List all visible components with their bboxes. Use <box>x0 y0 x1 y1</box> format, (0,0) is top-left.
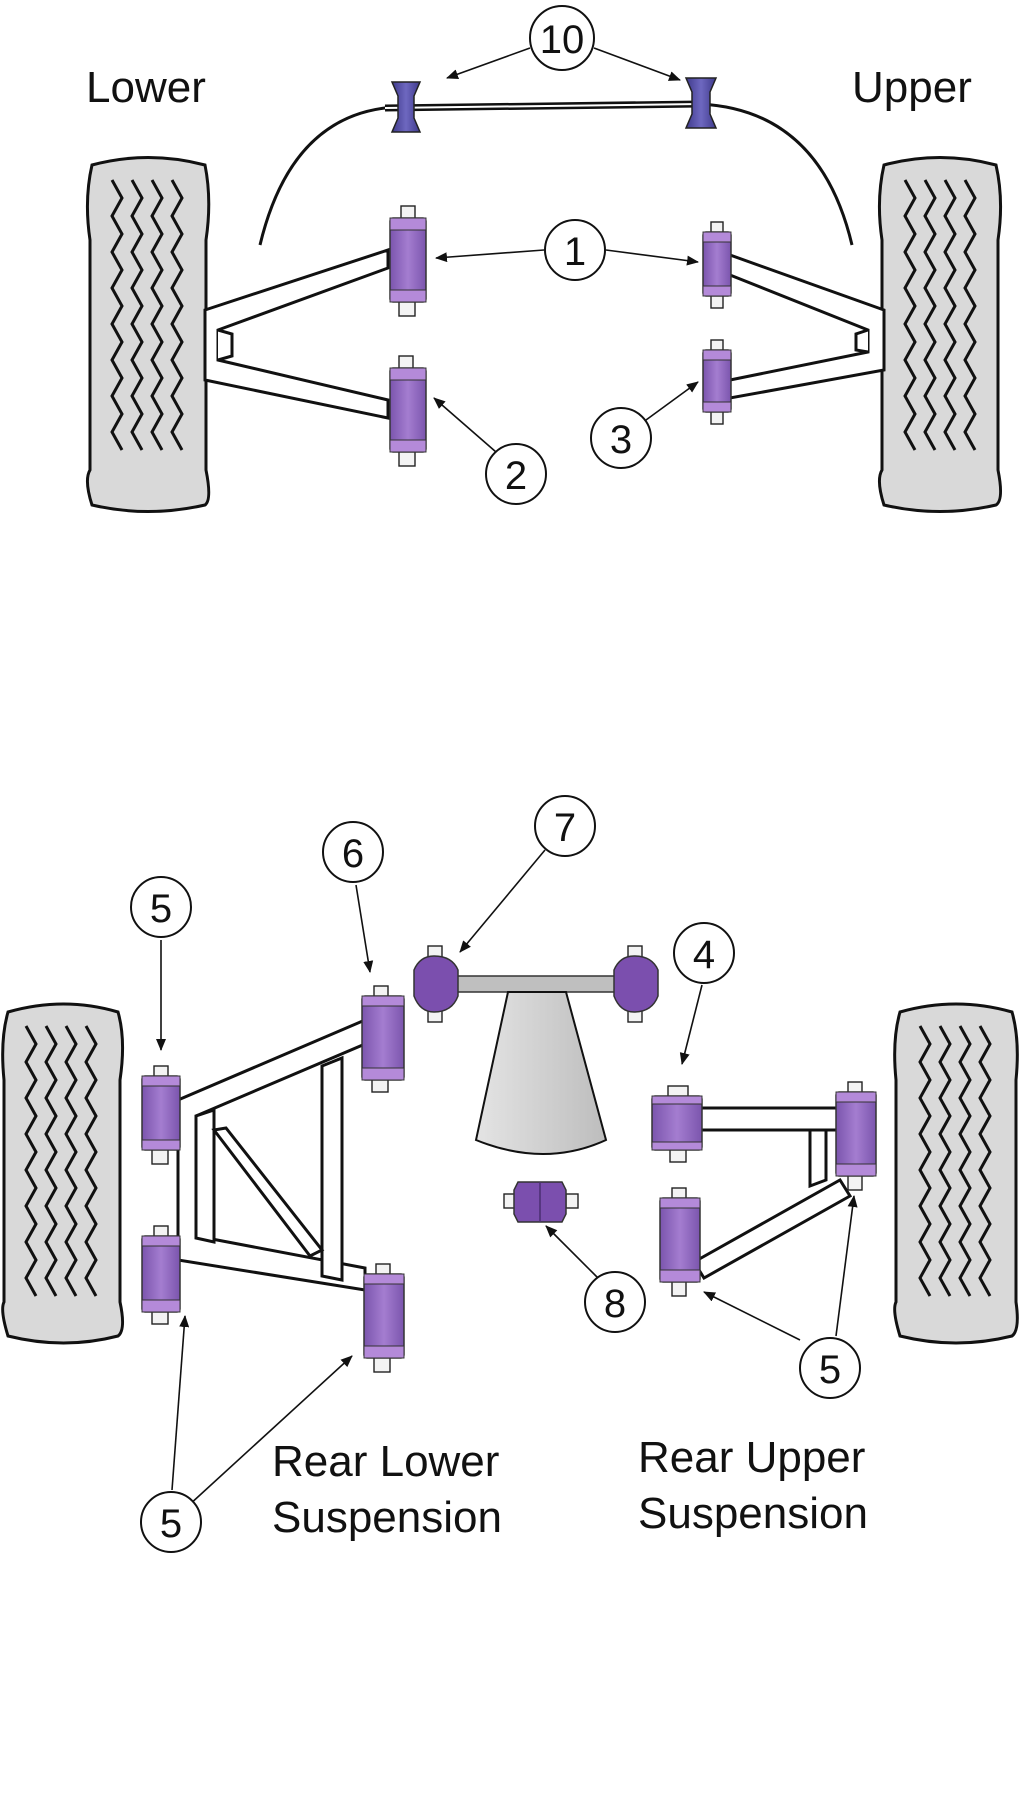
anti-roll-bar <box>258 100 854 246</box>
callout-7: 7 <box>459 795 596 953</box>
rear-upper-wishbone <box>691 1106 853 1281</box>
bush-1-left <box>389 205 427 317</box>
callout-5-bottom-left-number: 5 <box>160 1502 182 1546</box>
callout-2: 2 <box>433 397 547 505</box>
callout-10-number: 10 <box>540 18 585 62</box>
lower-label: Lower <box>86 63 206 112</box>
rear-right-tyre <box>893 1002 1019 1345</box>
callout-7-number: 7 <box>554 806 576 850</box>
anti-roll-bar-bush-left <box>390 81 422 133</box>
bush-2 <box>389 355 427 467</box>
callout-4-number: 4 <box>693 933 715 977</box>
callout-6: 6 <box>322 821 384 973</box>
front-suspension-group: Lower Upper <box>85 5 1003 513</box>
bush-4 <box>651 1085 703 1163</box>
bush-1-right <box>702 221 732 309</box>
bush-7-left <box>413 945 459 1023</box>
front-right-tyre <box>877 156 1003 513</box>
bush-5-left-lower <box>141 1225 181 1325</box>
callout-5-left: 5 <box>130 876 192 1051</box>
callout-3-number: 3 <box>610 418 632 462</box>
rear-suspension-group: 5 6 7 4 8 5 <box>1 795 1019 1553</box>
callout-3: 3 <box>590 381 699 469</box>
callout-5-right-number: 5 <box>819 1348 841 1392</box>
bush-5-right-outer <box>835 1081 877 1191</box>
differential-mount <box>451 975 633 1155</box>
bush-7-right <box>613 945 659 1023</box>
callout-5-left-number: 5 <box>150 887 172 931</box>
callout-8-number: 8 <box>604 1282 626 1326</box>
rear-lower-label-line2: Suspension <box>272 1493 502 1542</box>
callout-1: 1 <box>435 219 699 281</box>
callout-4: 4 <box>673 922 735 1065</box>
rear-upper-label-line1: Rear Upper <box>638 1433 865 1482</box>
anti-roll-bar-bush-right <box>684 77 718 129</box>
bush-5-left-upper <box>141 1065 181 1165</box>
rear-upper-label-line2: Suspension <box>638 1489 868 1538</box>
rear-lower-label-line1: Rear Lower <box>272 1437 499 1486</box>
bush-8 <box>503 1181 579 1223</box>
front-lower-wishbone <box>203 247 390 420</box>
rear-lower-frame <box>176 1017 367 1292</box>
callout-8: 8 <box>545 1225 646 1333</box>
callout-6-number: 6 <box>342 832 364 876</box>
rear-left-tyre <box>1 1002 125 1345</box>
bush-6 <box>361 985 405 1093</box>
callout-5-right: 5 <box>703 1195 861 1399</box>
callout-2-number: 2 <box>505 454 527 498</box>
bush-5-frame-rear <box>363 1263 405 1373</box>
front-left-tyre <box>85 156 211 513</box>
callout-5-bottom-left: 5 <box>140 1315 353 1553</box>
upper-label: Upper <box>852 63 972 112</box>
callout-1-number: 1 <box>564 230 586 274</box>
front-upper-wishbone <box>728 252 886 400</box>
bush-5-right-inner <box>659 1187 701 1297</box>
callout-10: 10 <box>446 5 681 81</box>
bush-3 <box>702 339 732 425</box>
